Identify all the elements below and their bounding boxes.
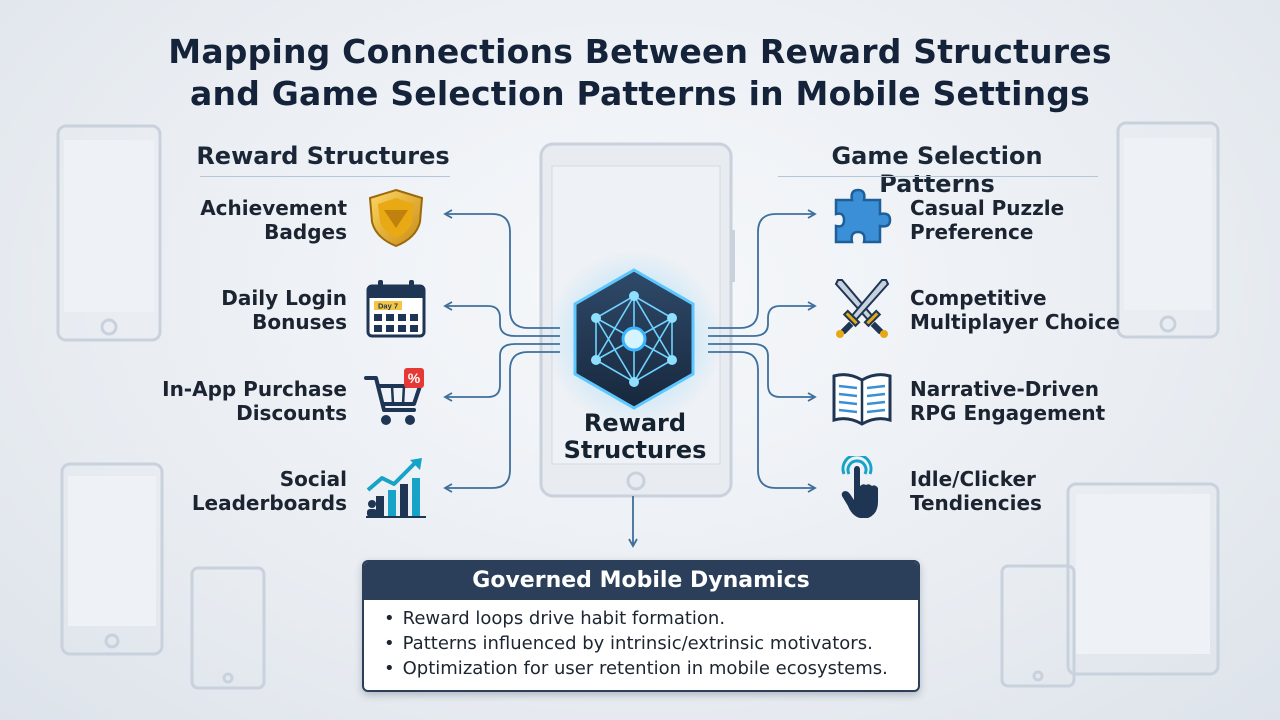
daily-login-bonuses-label: Daily Login Bonuses <box>221 286 347 334</box>
puzzle-piece-icon <box>834 188 892 244</box>
summary-box-heading: Governed Mobile Dynamics <box>364 562 918 600</box>
crossed-swords-icon <box>834 279 890 338</box>
summary-bullet: Patterns influenced by intrinsic/extrins… <box>384 631 918 656</box>
summary-bullet-list: Reward loops drive habit formation. Patt… <box>364 606 918 681</box>
center-node-label: Reward Structures <box>563 409 707 464</box>
summary-bullet: Optimization for user retention in mobil… <box>384 656 918 681</box>
calendar-icon: Day 7 <box>366 280 426 338</box>
right-column-heading: Game Selection Patterns <box>831 142 1043 198</box>
shield-badge-icon <box>368 188 424 248</box>
left-column-heading: Reward Structures <box>196 142 450 170</box>
right-heading-rule <box>778 176 1098 177</box>
calendar-day-text: Day 7 <box>378 302 398 311</box>
background-device <box>60 462 164 656</box>
summary-box: Governed Mobile Dynamics Reward loops dr… <box>362 560 920 692</box>
network-hexagon-icon <box>546 251 722 427</box>
background-device <box>56 124 162 342</box>
page-title-line-2: and Game Selection Patterns in Mobile Se… <box>190 74 1090 113</box>
connectors-left <box>443 209 560 493</box>
summary-bullet: Reward loops drive habit formation. <box>384 606 918 631</box>
casual-puzzle-preference-label: Casual Puzzle Preference <box>910 196 1065 244</box>
background-device <box>190 566 266 690</box>
background-device <box>1116 121 1220 339</box>
narrative-driven-rpg-engagement-label: Narrative-Driven RPG Engagement <box>910 377 1106 425</box>
social-leaderboards-label: Social Leaderboards <box>191 467 347 515</box>
discount-percent-text: % <box>408 370 421 386</box>
connectors-right <box>708 209 817 493</box>
page-title: Mapping Connections Between Reward Struc… <box>168 32 1112 71</box>
competitive-multiplayer-choice-label: Competitive Multiplayer Choice <box>910 286 1120 334</box>
background-device <box>1000 564 1076 688</box>
in-app-purchase-discounts-label: In-App Purchase Discounts <box>162 377 347 425</box>
left-heading-rule <box>200 176 450 177</box>
background-device <box>1066 482 1220 676</box>
shopping-cart-icon: % <box>364 368 424 425</box>
open-book-icon <box>832 373 892 426</box>
idle-clicker-tendencies-label: Idle/Clicker Tendiencies <box>910 467 1042 515</box>
achievement-badges-label: Achievement Badges <box>200 196 347 244</box>
leaderboard-chart-icon <box>366 458 426 518</box>
tap-hand-icon <box>841 456 878 518</box>
